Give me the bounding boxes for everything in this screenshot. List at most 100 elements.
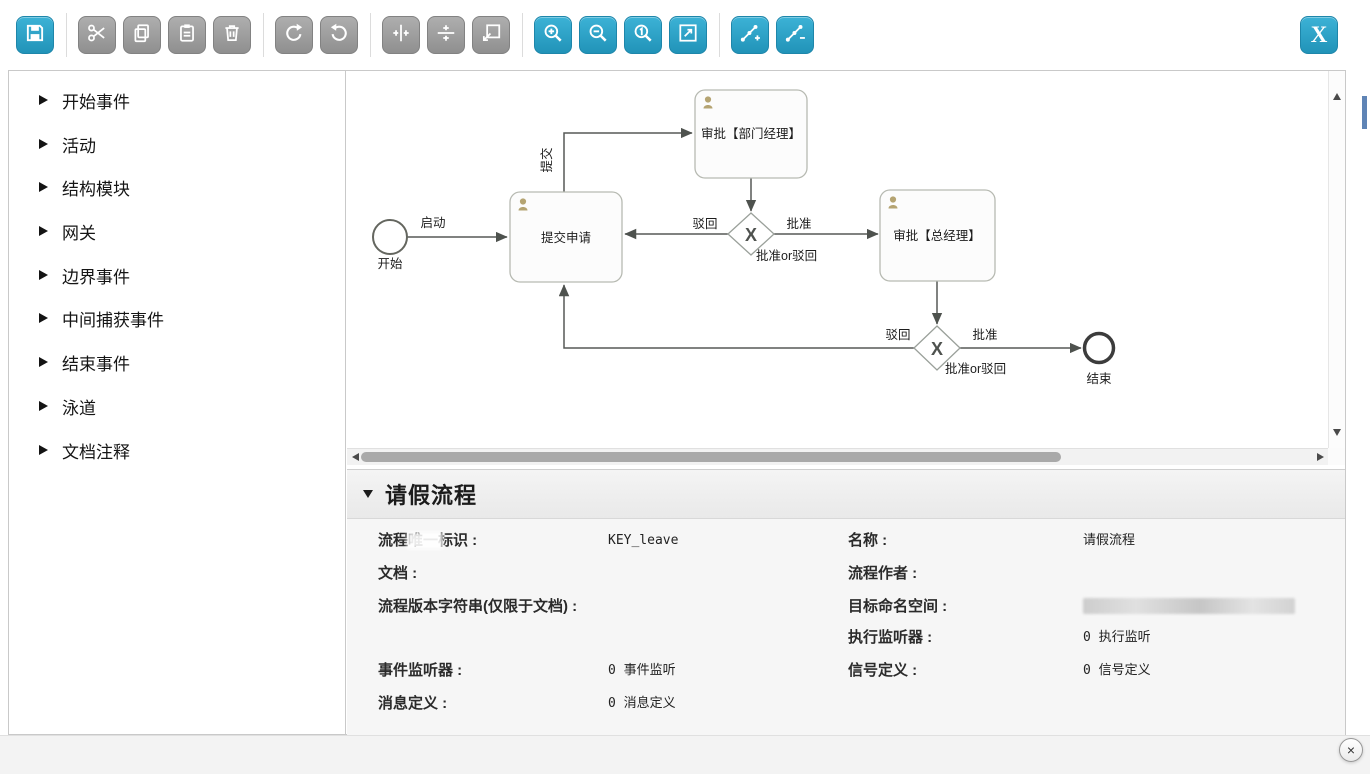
toolbar-separator	[263, 13, 264, 57]
same-size-button[interactable]	[472, 16, 510, 54]
gateway-x-icon: X	[931, 339, 943, 359]
horizontal-scrollbar-thumb[interactable]	[361, 452, 1061, 462]
window-scrollbar-thumb[interactable]	[1362, 96, 1367, 129]
zoom-fit-button[interactable]	[669, 16, 707, 54]
gateway-label: 批准or驳回	[945, 361, 1006, 376]
add-bendpoint-icon	[739, 22, 761, 49]
field-label-execution-listeners: 执行监听器 :	[848, 629, 933, 646]
cut-button[interactable]	[78, 16, 116, 54]
field-label-signal-definitions: 信号定义 :	[848, 662, 918, 679]
delete-button[interactable]	[213, 16, 251, 54]
palette-group-label: 结束事件	[62, 354, 130, 374]
align-vertical-button[interactable]	[427, 16, 465, 54]
flow-label-reject2: 驳回	[885, 328, 910, 342]
field-label-event-listeners: 事件监听器 :	[378, 662, 463, 679]
palette-group-gateways[interactable]: 网关	[39, 219, 96, 243]
task-submit-apply[interactable]: 提交申请	[509, 191, 623, 283]
remove-bendpoint-icon	[784, 22, 806, 49]
field-label-process-author: 流程作者 :	[848, 565, 918, 582]
palette-group-label: 文档注释	[62, 442, 130, 462]
canvas-vertical-scrollbar[interactable]	[1328, 71, 1345, 448]
palette-group-structural[interactable]: 结构模块	[39, 175, 130, 199]
palette-group-intermediate-catching-events[interactable]: 中间捕获事件	[39, 306, 164, 330]
xml-button[interactable]: X	[1300, 16, 1338, 54]
chevron-right-icon	[39, 270, 48, 280]
field-value-event-listeners[interactable]: 0 事件监听	[608, 663, 676, 678]
canvas-horizontal-scrollbar[interactable]	[347, 448, 1329, 465]
flow-label-submit: 提交	[539, 147, 554, 172]
user-task-icon	[703, 96, 713, 109]
scrollbar-corner	[1328, 448, 1345, 465]
zoom-actual-icon	[632, 22, 654, 49]
add-bendpoint-button[interactable]	[731, 16, 769, 54]
palette-group-activities[interactable]: 活动	[39, 132, 96, 156]
task-general-manager-approval[interactable]: 审批【总经理】	[879, 189, 996, 282]
start-event-node[interactable]: 开始	[372, 219, 408, 271]
palette-group-label: 泳道	[62, 398, 96, 418]
trash-icon	[221, 22, 243, 49]
copy-icon	[131, 22, 153, 49]
user-task-icon	[518, 198, 528, 211]
field-label-target-namespace: 目标命名空间 :	[848, 598, 948, 615]
remove-bendpoint-button[interactable]	[776, 16, 814, 54]
scroll-left-icon[interactable]	[352, 453, 359, 461]
align-horizontal-button[interactable]	[382, 16, 420, 54]
zoom-actual-button[interactable]	[624, 16, 662, 54]
scroll-down-icon[interactable]	[1333, 429, 1341, 436]
close-button[interactable]: ×	[1339, 738, 1363, 762]
window-right-scrollbar[interactable]	[1346, 0, 1370, 774]
process-title: 请假流程	[385, 483, 478, 508]
zoom-in-icon	[542, 22, 564, 49]
end-event-node[interactable]: 结束	[1082, 331, 1116, 387]
field-label-version-string: 流程版本字符串(仅限于文档) :	[378, 598, 578, 615]
copy-button[interactable]	[123, 16, 161, 54]
properties-panel: 请假流程 流程唯一标识 : KEY_leave 文档 : 流程版本字符串(仅限于…	[347, 469, 1345, 735]
exclusive-gateway-2[interactable]: X 批准or驳回	[913, 325, 1006, 376]
flow-reject2-edge[interactable]	[558, 284, 914, 349]
undo-button[interactable]	[320, 16, 358, 54]
scroll-up-icon[interactable]	[1333, 93, 1341, 100]
task-label: 审批【部门经理】	[701, 126, 801, 141]
chevron-right-icon	[39, 139, 48, 149]
align-horizontal-icon	[390, 22, 412, 49]
field-label-message-definitions: 消息定义 :	[378, 695, 448, 712]
save-button[interactable]	[16, 16, 54, 54]
diagram-canvas[interactable]: 开始 提交申请 审批【部门经理】	[347, 71, 1329, 448]
undo-arrow-icon	[328, 22, 350, 49]
scroll-right-icon[interactable]	[1317, 453, 1324, 461]
palette-group-label: 边界事件	[62, 267, 130, 287]
toolbar: X	[0, 0, 1370, 70]
task-label: 提交申请	[541, 230, 591, 245]
redo-button[interactable]	[275, 16, 313, 54]
chevron-down-icon[interactable]	[363, 490, 373, 498]
user-task-icon	[888, 196, 898, 209]
field-value-execution-listeners[interactable]: 0 执行监听	[1083, 630, 1151, 645]
palette-group-label: 结构模块	[62, 179, 130, 199]
field-value-message-definitions[interactable]: 0 消息定义	[608, 696, 676, 711]
flow-label-approve1: 批准	[786, 216, 811, 231]
palette-group-end-events[interactable]: 结束事件	[39, 350, 130, 374]
zoom-out-button[interactable]	[579, 16, 617, 54]
editor-frame: 开始事件 活动 结构模块 网关 边界事件 中间捕获事件 结束事件 泳道 文档注释	[8, 70, 1346, 735]
redacted-value	[1083, 598, 1295, 614]
palette-group-swimlanes[interactable]: 泳道	[39, 394, 96, 418]
exclusive-gateway-1[interactable]: X 批准or驳回	[727, 212, 817, 263]
task-dept-manager-approval[interactable]: 审批【部门经理】	[694, 89, 808, 179]
toolbar-separator	[719, 13, 720, 57]
field-value-name[interactable]: 请假流程	[1083, 533, 1136, 548]
flow-label-reject1: 驳回	[692, 217, 717, 231]
zoom-in-button[interactable]	[534, 16, 572, 54]
palette-group-annotations[interactable]: 文档注释	[39, 438, 130, 462]
field-value-signal-definitions[interactable]: 0 信号定义	[1083, 663, 1151, 678]
palette-group-boundary-events[interactable]: 边界事件	[39, 263, 130, 287]
redo-arrow-icon	[283, 22, 305, 49]
palette-group-start-events[interactable]: 开始事件	[39, 88, 130, 112]
zoom-out-icon	[587, 22, 609, 49]
properties-panel-header[interactable]: 请假流程	[347, 470, 1345, 519]
shape-palette: 开始事件 活动 结构模块 网关 边界事件 中间捕获事件 结束事件 泳道 文档注释	[9, 71, 346, 734]
chevron-right-icon	[39, 357, 48, 367]
field-value-process-id[interactable]: KEY_leave	[608, 533, 679, 548]
flow-submit-edge[interactable]	[563, 127, 693, 192]
paste-button[interactable]	[168, 16, 206, 54]
gateway-label: 批准or驳回	[756, 248, 817, 263]
